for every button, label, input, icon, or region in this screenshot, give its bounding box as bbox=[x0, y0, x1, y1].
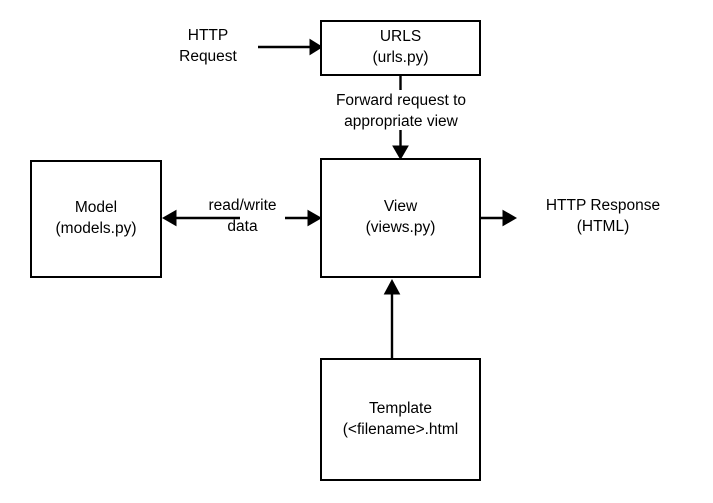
label-forward-request: Forward request to appropriate view bbox=[310, 91, 492, 133]
label-read-write-data-line2: data bbox=[227, 217, 258, 235]
node-view-line1: View bbox=[383, 198, 418, 216]
edge-view-to-response bbox=[481, 209, 518, 227]
edge-template-to-view bbox=[383, 278, 401, 358]
node-template[interactable]: Template (<filename>.html bbox=[320, 358, 481, 481]
node-view-line2: (views.py) bbox=[365, 219, 436, 236]
edge-request-to-urls bbox=[258, 38, 323, 56]
edge-urls-to-view bbox=[392, 130, 409, 161]
node-model-line2: (models.py) bbox=[55, 220, 137, 237]
node-template-line1: Template bbox=[369, 399, 432, 417]
node-urls-line1: URLS bbox=[379, 28, 422, 46]
label-http-response-line2: (HTML) bbox=[576, 217, 630, 235]
label-read-write-data-line1: read/write bbox=[208, 197, 277, 214]
label-http-request-line2: Request bbox=[179, 47, 237, 65]
node-model[interactable]: Model (models.py) bbox=[30, 160, 162, 278]
node-model-line1: Model bbox=[74, 199, 118, 217]
node-template-line2: (<filename>.html bbox=[342, 420, 459, 438]
node-urls[interactable]: URLS (urls.py) bbox=[320, 20, 481, 76]
label-http-request-line1: HTTP bbox=[187, 27, 229, 44]
node-view[interactable]: View (views.py) bbox=[320, 158, 481, 278]
edge-model-to-view bbox=[285, 209, 323, 227]
label-read-write-data: read/write data bbox=[200, 196, 285, 238]
label-forward-request-line2: appropriate view bbox=[344, 112, 458, 130]
node-urls-line2: (urls.py) bbox=[372, 49, 429, 66]
label-http-response-line1: HTTP Response bbox=[545, 197, 661, 214]
label-forward-request-line1: Forward request to bbox=[335, 92, 467, 109]
label-http-response: HTTP Response (HTML) bbox=[528, 196, 678, 238]
label-http-request: HTTP Request bbox=[158, 26, 258, 68]
